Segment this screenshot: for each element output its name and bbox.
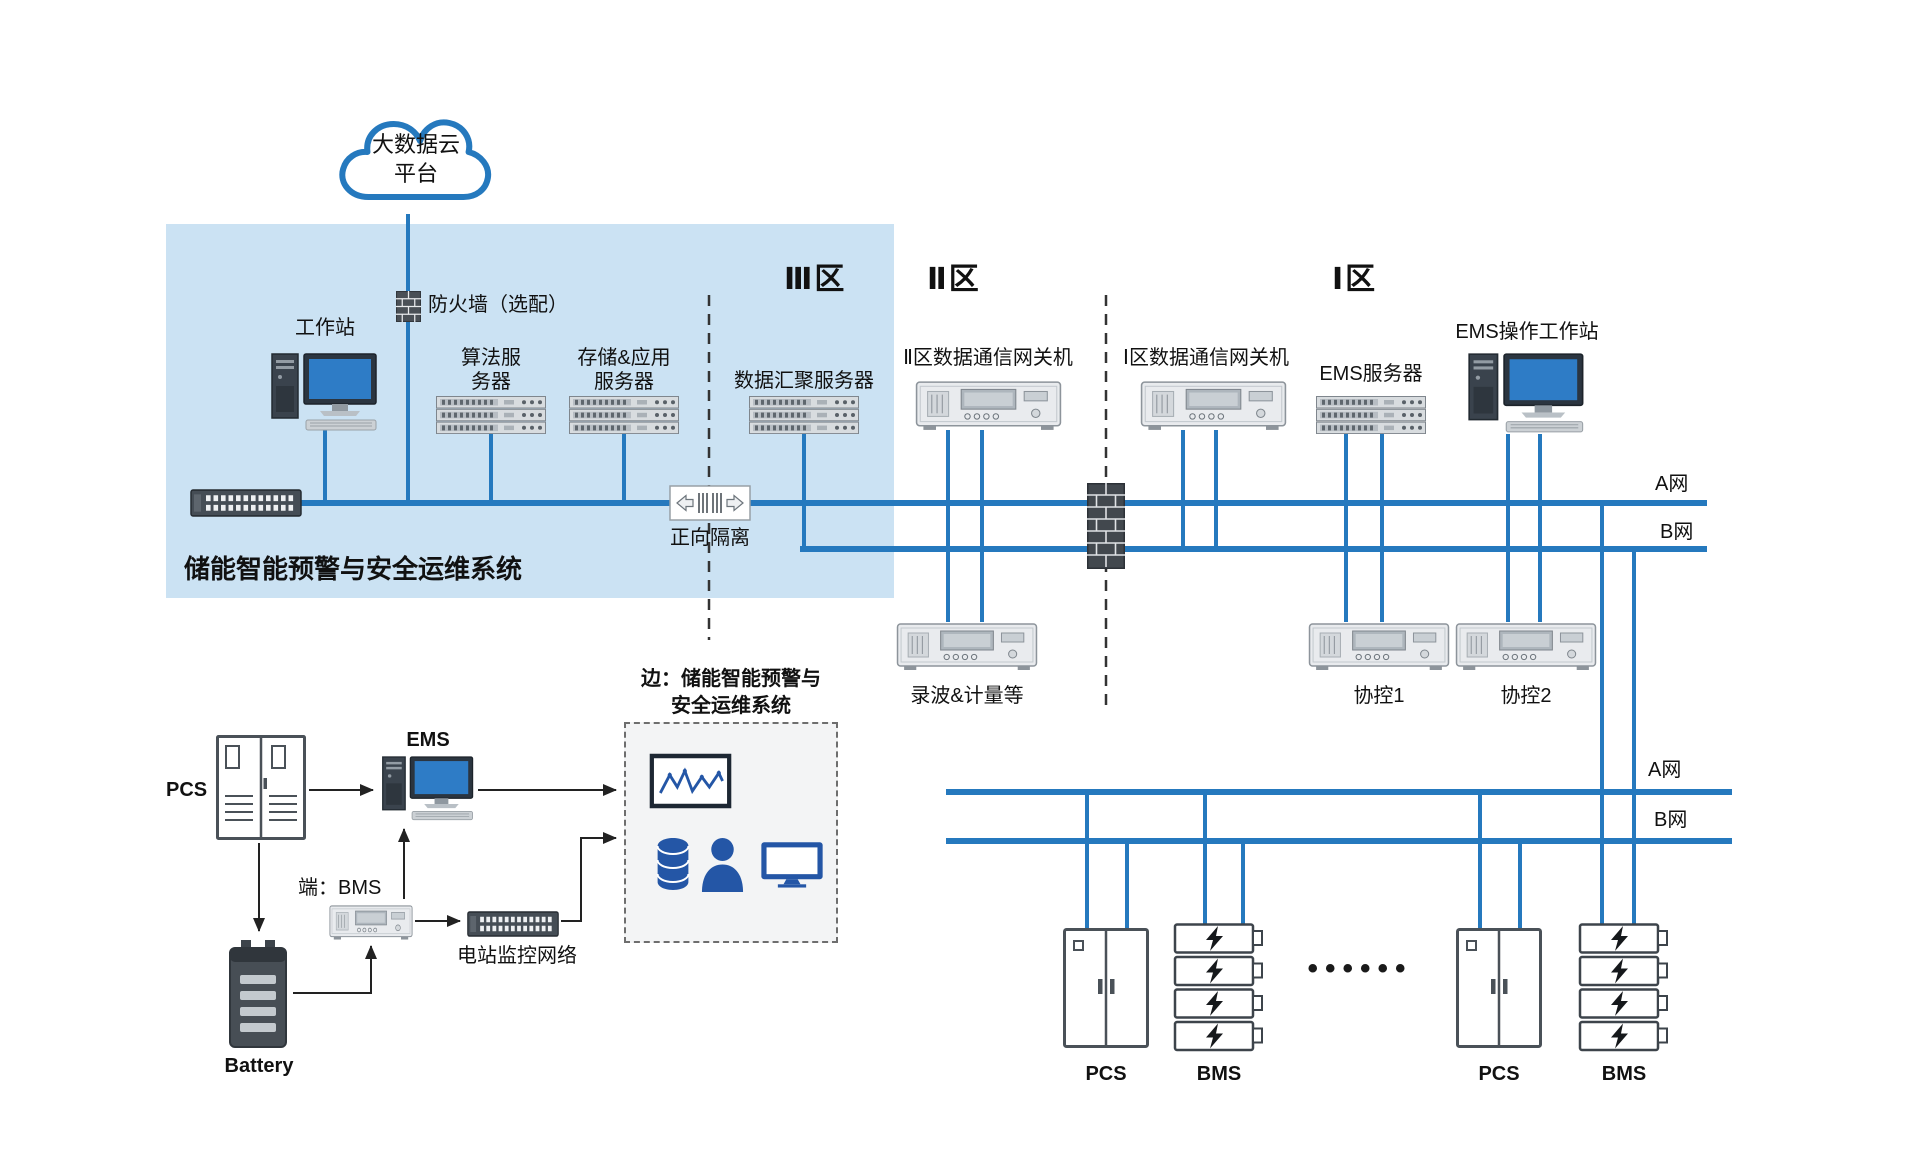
storage-server-label-line1: 存储&应用 [577,347,671,369]
ems-workstation-icon [1467,348,1587,436]
a-net-bottom-label: A网 [1648,759,1682,781]
cloud-label-line2: 平台 [393,161,438,186]
zone-separator-lines [707,295,1108,706]
ems-server-label: EMS服务器 [1319,363,1423,385]
network-backbone-lines [240,500,1732,844]
field-pcs1-label: PCS [1085,1063,1127,1085]
forward-isolation-icon [669,485,751,521]
firewall-label: 防火墙（选配） [428,294,568,316]
algo-server-label-line2: 务器 [471,371,511,393]
aggregation-server-label: 数据汇聚服务器 [734,370,874,392]
ctrl2-label: 协控2 [1500,685,1552,707]
field-pcs2-label: PCS [1478,1063,1520,1085]
algo-server-label: 算法服 务器 [441,346,541,394]
core-switch-icon [190,489,302,517]
storage-server-icon [569,396,679,434]
zone1-label: Ⅰ区 [1332,263,1378,296]
zone1-gateway-icon [1140,378,1287,432]
field-pcs2-icon [1455,927,1543,1049]
station-pcs-label: PCS [166,779,208,801]
ems-workstation-label: EMS操作工作站 [1455,321,1599,343]
algo-server-label-line1: 算法服 [461,347,521,369]
field-bms2-label: BMS [1601,1063,1647,1085]
algo-server-icon [436,396,546,434]
b-net-top-label: B网 [1660,521,1694,543]
ems-server-icon [1316,396,1426,434]
forward-isolation-label: 正向隔离 [670,527,750,549]
zone3-label: Ⅲ区 [784,263,847,296]
station-bms-icon [329,903,413,941]
station-ems-icon [381,752,476,823]
system-title: 储能智能预警与安全运维系统 [184,554,523,584]
field-bms1-label: BMS [1196,1063,1242,1085]
field-bms2-icon [1578,923,1670,1053]
workstation-label: 工作站 [295,317,355,339]
ctrl1-device-icon [1308,620,1450,672]
station-ems-label: EMS [406,729,450,751]
display-monitor-icon [759,840,825,888]
battery-label: Battery [224,1055,294,1077]
station-flow-arrows [253,784,617,994]
database-icon [654,836,692,892]
firewall-big-icon [1087,483,1125,569]
edge-system-title-line2: 安全运维系统 [671,695,791,717]
b-net-bottom-label: B网 [1654,809,1688,831]
zone1-gateway-label: Ⅰ区数据通信网关机 [1123,347,1289,369]
zone2-label: Ⅱ区 [927,263,981,296]
cloud-label-line1: 大数据云 [371,132,460,157]
ctrl2-device-icon [1455,620,1597,672]
station-switch-icon [467,911,559,937]
station-network-label: 电站监控网络 [457,945,577,967]
edge-system-title-line1: 边：储能智能预警与 [641,668,821,690]
firewall-small-icon [396,291,421,322]
person-icon [700,836,745,892]
edge-system-title: 边：储能智能预警与 安全运维系统 [597,666,865,720]
a-net-top-label: A网 [1655,473,1689,495]
zone2-gateway-label: Ⅱ区数据通信网关机 [903,347,1073,369]
field-bms1-icon [1173,923,1265,1053]
ellipsis: •••••• [1307,952,1413,985]
device-drop-lines [323,214,1636,929]
station-pcs-icon [215,734,307,841]
recorder-label: 录波&计量等 [910,685,1024,707]
field-pcs1-icon [1062,927,1150,1049]
battery-icon [227,939,289,1049]
storage-server-label-line2: 服务器 [594,371,654,393]
cloud-label: 大数据云 平台 [330,130,502,188]
ctrl1-label: 协控1 [1353,685,1405,707]
aggregation-server-icon [749,396,859,434]
waveform-monitor-icon [649,753,732,811]
workstation-icon [270,348,380,434]
recorder-device-icon [896,620,1038,672]
storage-server-label: 存储&应用 服务器 [559,346,689,394]
zone2-gateway-icon [915,378,1062,432]
station-bms-label: 端：BMS [298,877,382,899]
